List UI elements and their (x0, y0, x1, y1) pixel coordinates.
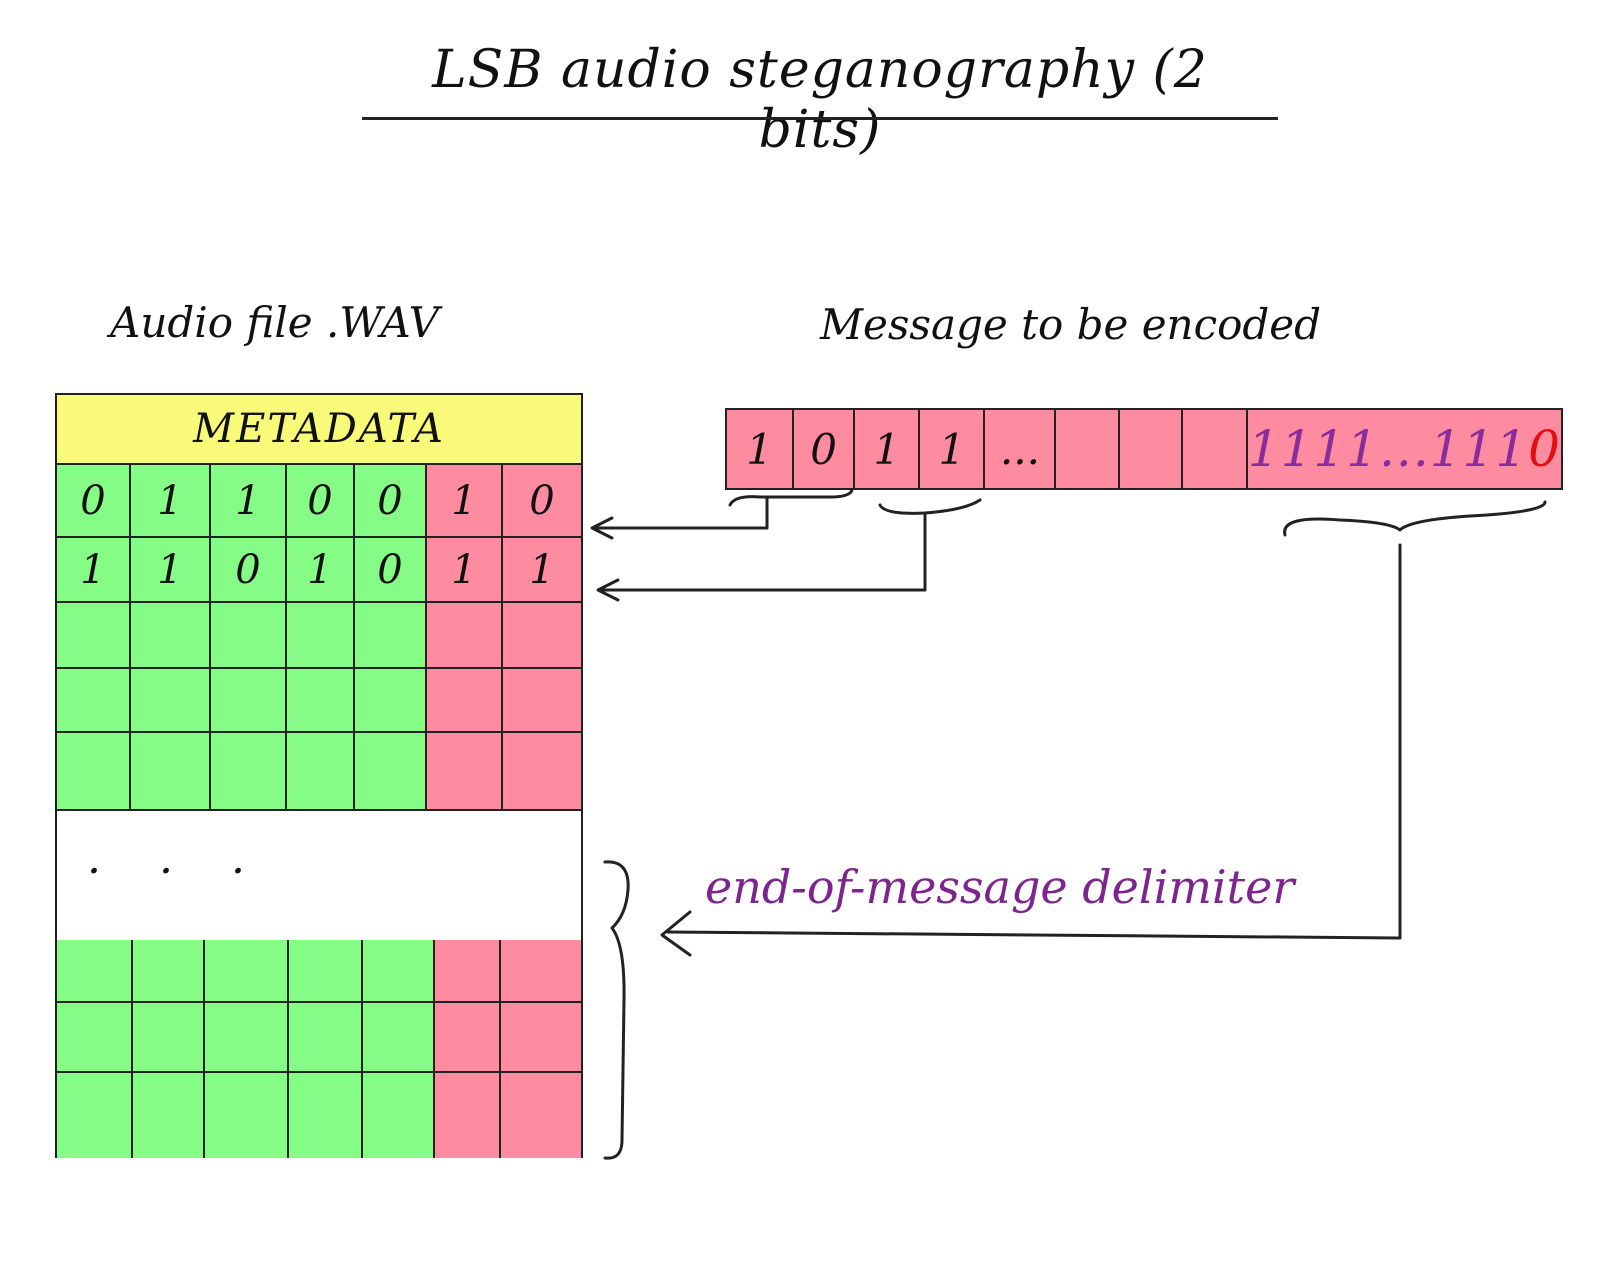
lsb-bit-cell (501, 940, 581, 1003)
brace-delimiter (1283, 500, 1547, 537)
sample-bit-cell (57, 603, 131, 669)
grid-separator (57, 809, 581, 811)
lsb-bit-cell (503, 733, 581, 809)
lsb-bit-cell: 1 (427, 465, 503, 538)
lsb-bit-cell (435, 1003, 501, 1073)
message-label: Message to be encoded (820, 300, 1322, 349)
message-bit-cell (1056, 410, 1120, 488)
sample-bit-cell: 1 (57, 538, 131, 603)
delimiter-bits: 1111...111 (1247, 420, 1529, 478)
sample-bit-cell: 1 (211, 465, 287, 538)
lsb-bit-cell (503, 603, 581, 669)
sample-bit-cell (133, 1003, 205, 1073)
audio-file-label: Audio file .WAV (110, 298, 439, 347)
lsb-bit-cell (503, 669, 581, 733)
sample-bit-cell: 1 (287, 538, 355, 603)
brace-bits-1-2 (728, 488, 854, 507)
sample-grid-bottom (57, 940, 581, 1158)
sample-bit-cell (211, 669, 287, 733)
sample-bit-cell: 0 (211, 538, 287, 603)
sample-bit-cell (355, 733, 427, 809)
sample-bit-cell (57, 940, 133, 1003)
arrowhead-2 (596, 578, 620, 602)
lsb-bit-cell (501, 1073, 581, 1158)
sample-bit-cell: 1 (131, 465, 211, 538)
lsb-bit-cell: 0 (503, 465, 581, 538)
sample-bit-cell: 0 (355, 538, 427, 603)
arrowhead-1 (590, 516, 614, 540)
brace-last-samples (603, 860, 630, 1160)
sample-bit-cell (289, 940, 363, 1003)
sample-bit-cell (287, 733, 355, 809)
sample-bit-cell (57, 1003, 133, 1073)
page-title: LSB audio steganography (2 bits) (432, 40, 1208, 160)
brace-bits-3-4 (878, 498, 982, 515)
lsb-bit-cell (427, 669, 503, 733)
message-bit-cell: ... (985, 410, 1057, 488)
message-bit-cell: 1 (920, 410, 986, 488)
sample-bit-cell (363, 1003, 435, 1073)
lsb-bit-cell (435, 940, 501, 1003)
message-bit-cell: 1 (727, 410, 795, 488)
sample-bit-cell (57, 733, 131, 809)
sample-bit-cell: 0 (355, 465, 427, 538)
delimiter-final-bit: 0 (1528, 420, 1561, 478)
sample-bit-cell (205, 940, 289, 1003)
samples-ellipsis: . . . (87, 833, 267, 884)
lsb-bit-cell (435, 1073, 501, 1158)
connector-line-2 (598, 511, 927, 592)
sample-bit-cell: 1 (131, 538, 211, 603)
sample-bit-cell (133, 940, 205, 1003)
sample-bit-cell (355, 669, 427, 733)
sample-bit-cell (131, 603, 211, 669)
sample-bit-cell: 0 (287, 465, 355, 538)
sample-bit-cell (287, 669, 355, 733)
lsb-bit-cell (427, 603, 503, 669)
message-bit-cell: 1 (855, 410, 921, 488)
sample-bit-cell (287, 603, 355, 669)
sample-bit-cell (57, 1073, 133, 1158)
lsb-bit-cell (501, 1003, 581, 1073)
delimiter-label: end-of-message delimiter (705, 860, 1295, 914)
sample-bit-cell (131, 733, 211, 809)
lsb-bit-cell (427, 733, 503, 809)
sample-bit-cell (133, 1073, 205, 1158)
sample-bit-cell (211, 733, 287, 809)
connector-line-3 (666, 543, 1402, 940)
title-underline (362, 117, 1278, 120)
sample-bit-cell (289, 1003, 363, 1073)
message-bit-cell: 0 (794, 410, 856, 488)
sample-bit-cell (289, 1073, 363, 1158)
metadata-header: METADATA (57, 395, 581, 465)
sample-bit-cell (205, 1003, 289, 1073)
sample-bit-cell (211, 603, 287, 669)
sample-bit-cell (355, 603, 427, 669)
sample-bit-cell (57, 669, 131, 733)
lsb-bit-cell: 1 (503, 538, 581, 603)
connector-line-1 (593, 496, 769, 530)
sample-bit-cell (363, 940, 435, 1003)
sample-bit-cell: 0 (57, 465, 131, 538)
message-bit-cell (1182, 410, 1248, 488)
sample-bit-cell (205, 1073, 289, 1158)
arrowhead-3 (660, 910, 692, 957)
message-bit-cell (1119, 410, 1183, 488)
sample-bit-cell (131, 669, 211, 733)
sample-bit-cell (363, 1073, 435, 1158)
lsb-bit-cell: 1 (427, 538, 503, 603)
